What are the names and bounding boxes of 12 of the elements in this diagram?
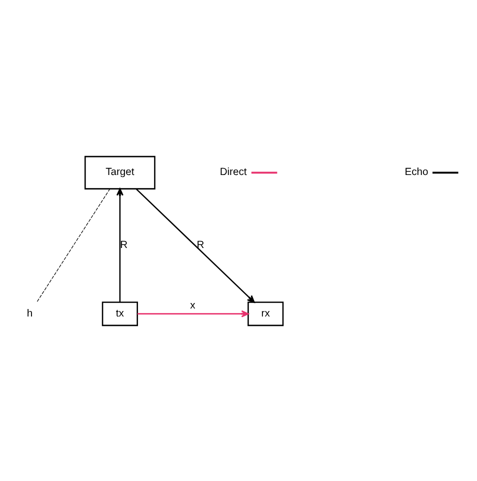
arrow <box>116 188 123 302</box>
edge-label: R <box>196 239 204 250</box>
legend-label: Echo <box>404 166 428 178</box>
edge-label: x <box>190 300 195 312</box>
node-box: Target <box>84 155 155 189</box>
edge-label: R <box>120 239 128 250</box>
legend-label: Direct <box>219 166 246 178</box>
node-box: tx <box>101 301 138 326</box>
node-box: rx <box>247 301 284 326</box>
arrow <box>135 188 254 302</box>
label: h <box>26 308 32 319</box>
arrow <box>137 310 248 317</box>
